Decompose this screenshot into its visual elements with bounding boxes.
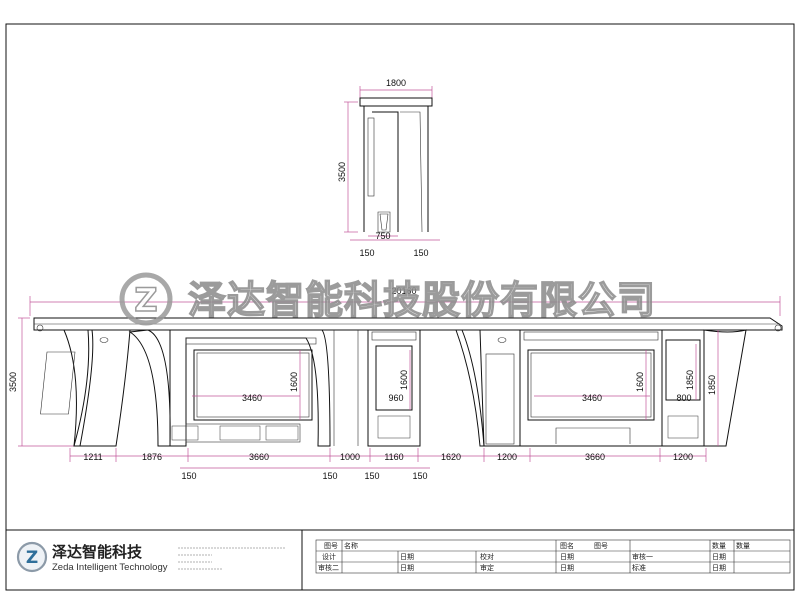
- segment-1: 1211: [83, 452, 102, 462]
- offset-2: 150: [322, 471, 337, 481]
- segment-6: 1620: [441, 452, 461, 462]
- panel-height-3: 1600: [635, 372, 645, 392]
- panel-height-1: 1600: [289, 372, 299, 392]
- tb-date-label-1: 日期: [400, 553, 414, 561]
- tb-date-label-4: 日期: [400, 564, 414, 572]
- top-depth-label: 750: [375, 231, 390, 241]
- drawing-frame: [5, 23, 795, 591]
- tb-qty-value: 数量: [736, 541, 750, 550]
- watermark-text: 泽达智能科技股份有限公司: [188, 278, 656, 322]
- right-height-label: 1850: [707, 375, 717, 395]
- title-block: 图号 名称 图名 图号 数量 数量 设计 日期 校对 日期 审核一 日期 审核二…: [301, 530, 791, 590]
- tb-qty-label: 数量: [712, 541, 726, 550]
- company-name-cn: 泽达智能科技: [52, 543, 143, 561]
- company-logo: Z 泽达智能科技 Zeda Intelligent Technology: [16, 541, 168, 573]
- panel-width-4: 800: [676, 393, 691, 403]
- watermark-logo-icon: Z: [134, 281, 157, 319]
- tb-review2-label: 审核二: [318, 563, 339, 572]
- segment-9: 1200: [673, 452, 693, 462]
- tb-drawing-name-label: 图名: [560, 541, 574, 550]
- total-width-label: 20160: [391, 286, 416, 296]
- company-name-en: Zeda Intelligent Technology: [52, 562, 168, 573]
- tb-approve-label: 审定: [480, 563, 494, 572]
- tb-date-label-3: 日期: [712, 553, 726, 561]
- panel-height-2: 1600: [399, 370, 409, 390]
- front-view: 20160 3500 3460 1600: [8, 286, 783, 481]
- top-view: 1800 3500 750 150 150: [337, 78, 440, 258]
- segment-4: 1000: [340, 452, 360, 462]
- panel-width-1: 3460: [242, 393, 262, 403]
- top-offset-right: 150: [413, 248, 428, 258]
- offset-1: 150: [181, 471, 196, 481]
- tb-drawing-no-label: 图号: [324, 542, 338, 550]
- offset-3: 150: [364, 471, 379, 481]
- tb-check-label: 校对: [480, 552, 494, 561]
- segment-7: 1200: [497, 452, 517, 462]
- watermark: Z 泽达智能科技股份有限公司: [119, 272, 656, 326]
- tb-review1-label: 审核一: [632, 552, 653, 561]
- top-offset-left: 150: [359, 248, 374, 258]
- segment-5: 1160: [384, 452, 403, 462]
- tb-name-label: 名称: [344, 541, 358, 550]
- panel-width-2: 960: [388, 393, 403, 403]
- top-width-label: 1800: [386, 78, 406, 88]
- panel-width-3: 3460: [582, 393, 602, 403]
- tb-date-label-2: 日期: [560, 553, 574, 561]
- segment-3: 3660: [249, 452, 269, 462]
- segment-8: 3660: [585, 452, 605, 462]
- offset-4: 150: [412, 471, 427, 481]
- panel-height-4: 1850: [685, 370, 695, 390]
- address-block: [178, 547, 286, 570]
- segment-2: 1876: [142, 452, 162, 462]
- tb-standard-label: 标准: [632, 563, 646, 572]
- tb-date-label-6: 日期: [712, 564, 726, 572]
- top-height-label: 3500: [337, 162, 347, 182]
- logo-z-icon: Z: [26, 548, 38, 568]
- left-height-label: 3500: [8, 372, 18, 392]
- tb-design-label: 设计: [322, 552, 336, 561]
- tb-drawing-no-label-2: 图号: [594, 542, 608, 550]
- tb-date-label-5: 日期: [560, 564, 574, 572]
